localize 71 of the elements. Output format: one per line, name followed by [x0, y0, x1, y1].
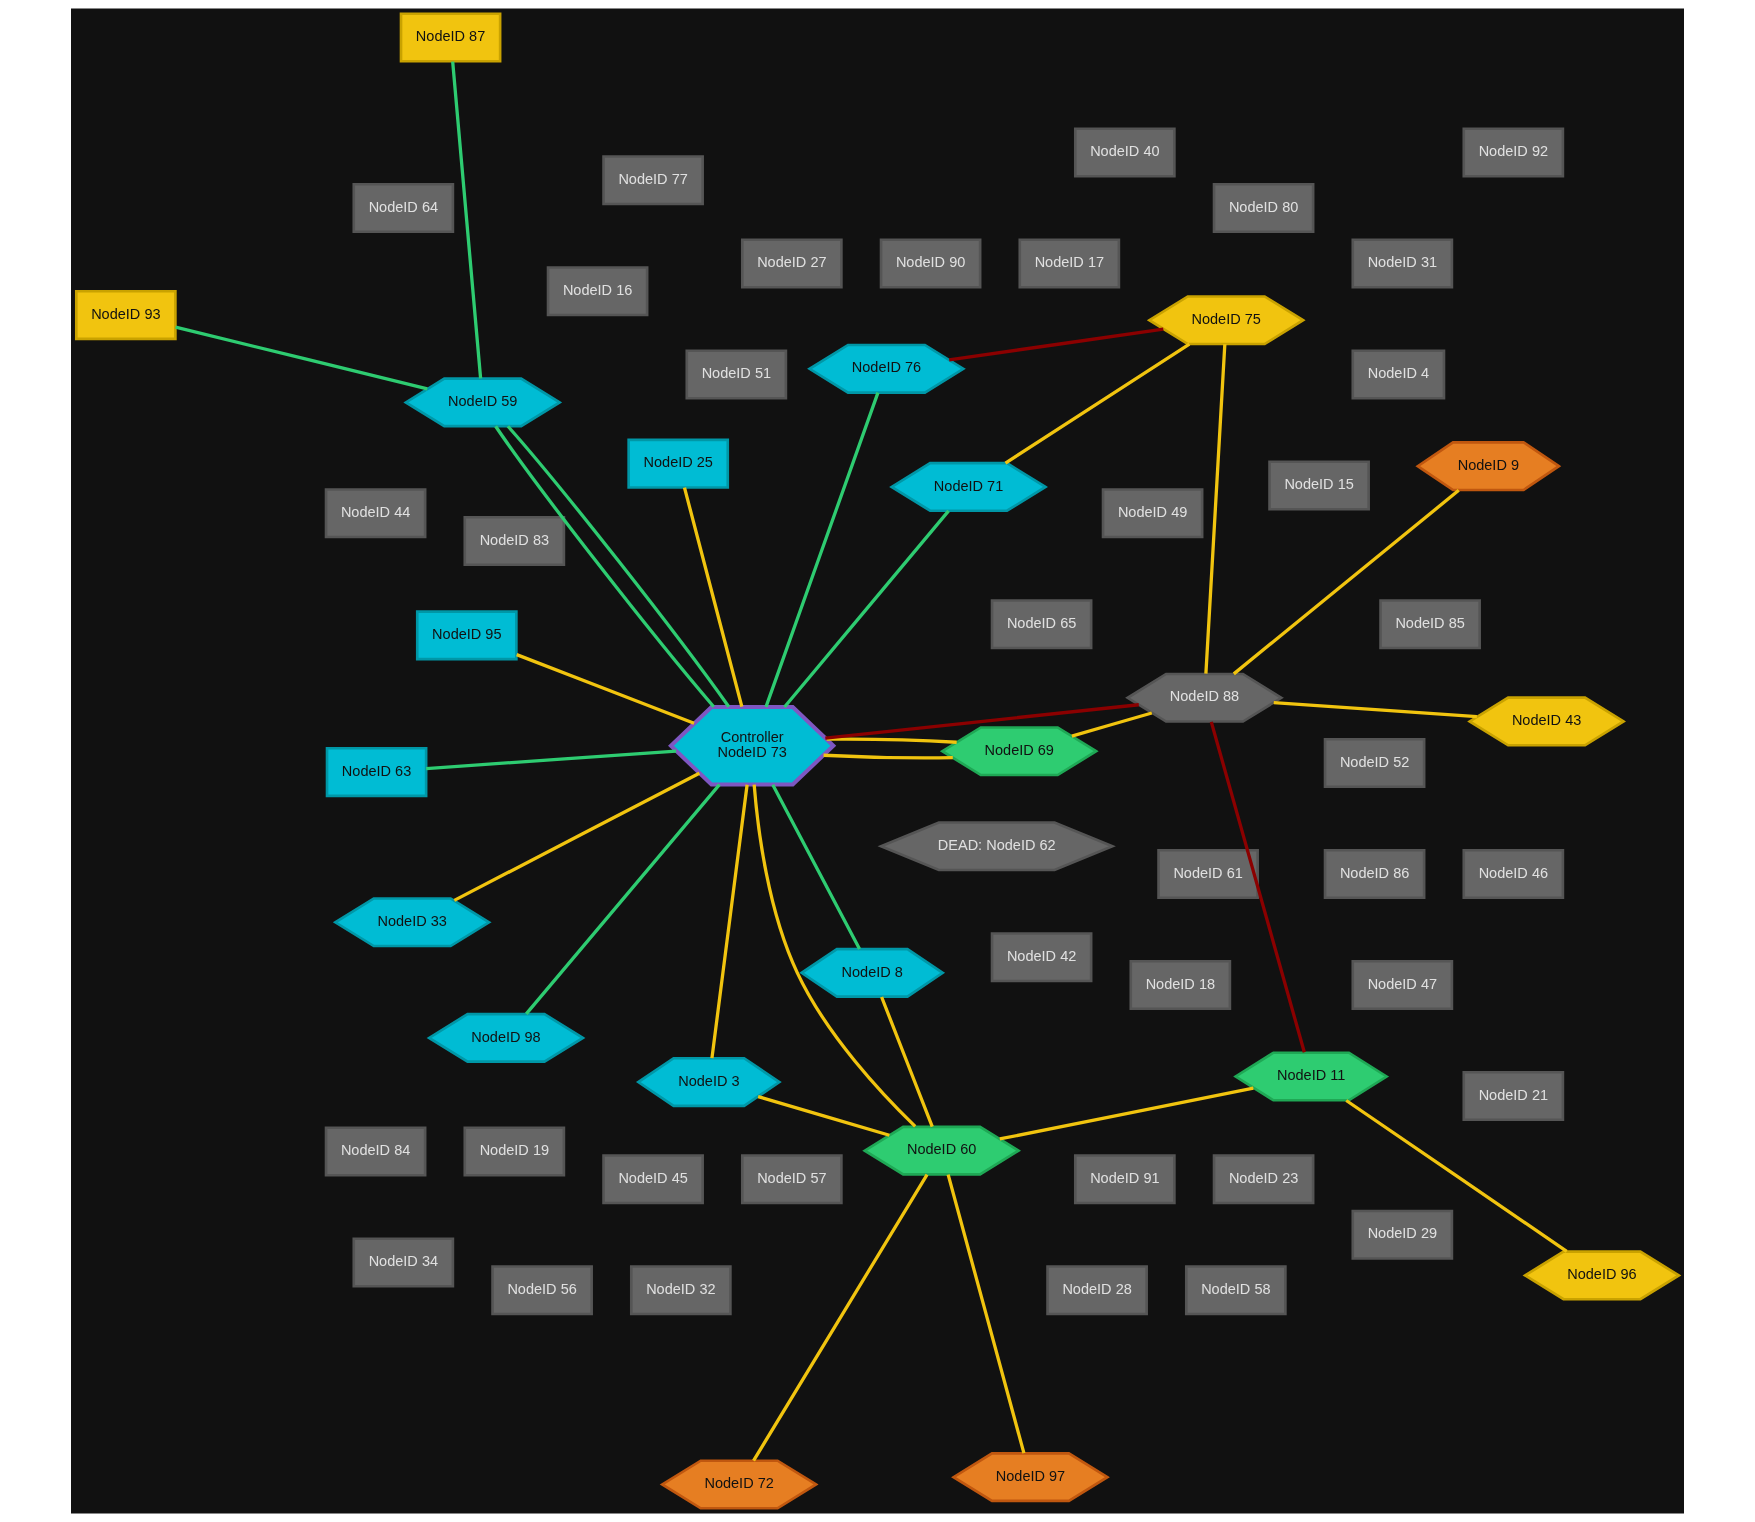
connector [946, 1174, 1026, 1454]
connector [1273, 700, 1477, 719]
node-box: NodeID 27 [740, 238, 843, 289]
node-box: NodeID 4 [1351, 349, 1446, 400]
node-box: NodeID 92 [1462, 127, 1565, 178]
connector [826, 737, 957, 744]
node-box: NodeID 29 [1351, 1209, 1454, 1260]
node-box: NodeID 15 [1268, 460, 1370, 511]
connector [880, 996, 934, 1128]
node-box: NodeID 77 [602, 155, 704, 206]
connector [764, 392, 880, 708]
node-box: NodeID 85 [1379, 599, 1481, 650]
node-box: NodeID 49 [1101, 488, 1204, 539]
connector [948, 327, 1164, 362]
connector [175, 325, 428, 391]
node-box: NodeID 16 [546, 266, 649, 317]
node-box: NodeID 34 [352, 1237, 455, 1288]
connector [426, 749, 677, 771]
node-box: NodeID 87 [399, 12, 502, 63]
node-box: NodeID 86 [1323, 848, 1426, 900]
node-box: NodeID 21 [1462, 1070, 1565, 1122]
node-box: NodeID 52 [1323, 737, 1426, 789]
node-box: NodeID 25 [627, 438, 730, 489]
node-box: NodeID 63 [325, 746, 428, 798]
node-box: NodeID 61 [1157, 848, 1259, 900]
connector [1004, 342, 1191, 465]
connector [783, 509, 950, 709]
node-box: NodeID 42 [990, 932, 1093, 983]
connector [682, 487, 744, 707]
connector [1232, 489, 1460, 676]
node-box: NodeID 64 [352, 182, 455, 234]
node-box: NodeID 51 [685, 349, 788, 400]
node-box: NodeID 84 [324, 1126, 427, 1177]
node-box: NodeID 46 [1462, 848, 1565, 900]
node-box: NodeID 23 [1212, 1154, 1315, 1205]
connector [710, 784, 749, 1059]
node-box: NodeID 56 [491, 1265, 593, 1316]
node-box: NodeID 57 [740, 1154, 843, 1205]
node-box: NodeID 80 [1212, 182, 1315, 234]
node-box: NodeID 47 [1351, 959, 1454, 1011]
connector [752, 1173, 929, 1462]
node-box: NodeID 44 [324, 488, 427, 539]
node-box: NodeID 65 [990, 599, 1093, 650]
connector [453, 771, 701, 902]
node-box: NodeID 90 [879, 238, 982, 289]
connector [752, 784, 917, 1128]
connector [1345, 1099, 1568, 1253]
node-box: NodeID 83 [463, 515, 566, 567]
node-box: NodeID 32 [629, 1265, 732, 1316]
node-box: NodeID 58 [1184, 1265, 1287, 1316]
node-box: NodeID 28 [1046, 1265, 1148, 1316]
connector [516, 653, 695, 725]
node-box: NodeID 40 [1073, 127, 1176, 178]
node-box: NodeID 18 [1129, 959, 1232, 1011]
connector [1204, 344, 1227, 674]
connector [771, 784, 861, 950]
connector [823, 753, 953, 760]
connector [1071, 711, 1153, 738]
connector [1209, 721, 1306, 1053]
connector [451, 61, 483, 379]
connector [999, 1086, 1254, 1141]
node-box: NodeID 17 [1018, 238, 1121, 289]
node-box: NodeID 91 [1073, 1154, 1176, 1205]
node-box: NodeID 45 [602, 1154, 704, 1205]
node-box: NodeID 93 [74, 289, 177, 341]
node-box: NodeID 95 [415, 610, 518, 661]
connector [525, 783, 721, 1015]
connector [757, 1094, 890, 1137]
node-box: NodeID 19 [463, 1126, 566, 1177]
connector [825, 703, 1139, 740]
node-box: NodeID 31 [1351, 238, 1454, 289]
